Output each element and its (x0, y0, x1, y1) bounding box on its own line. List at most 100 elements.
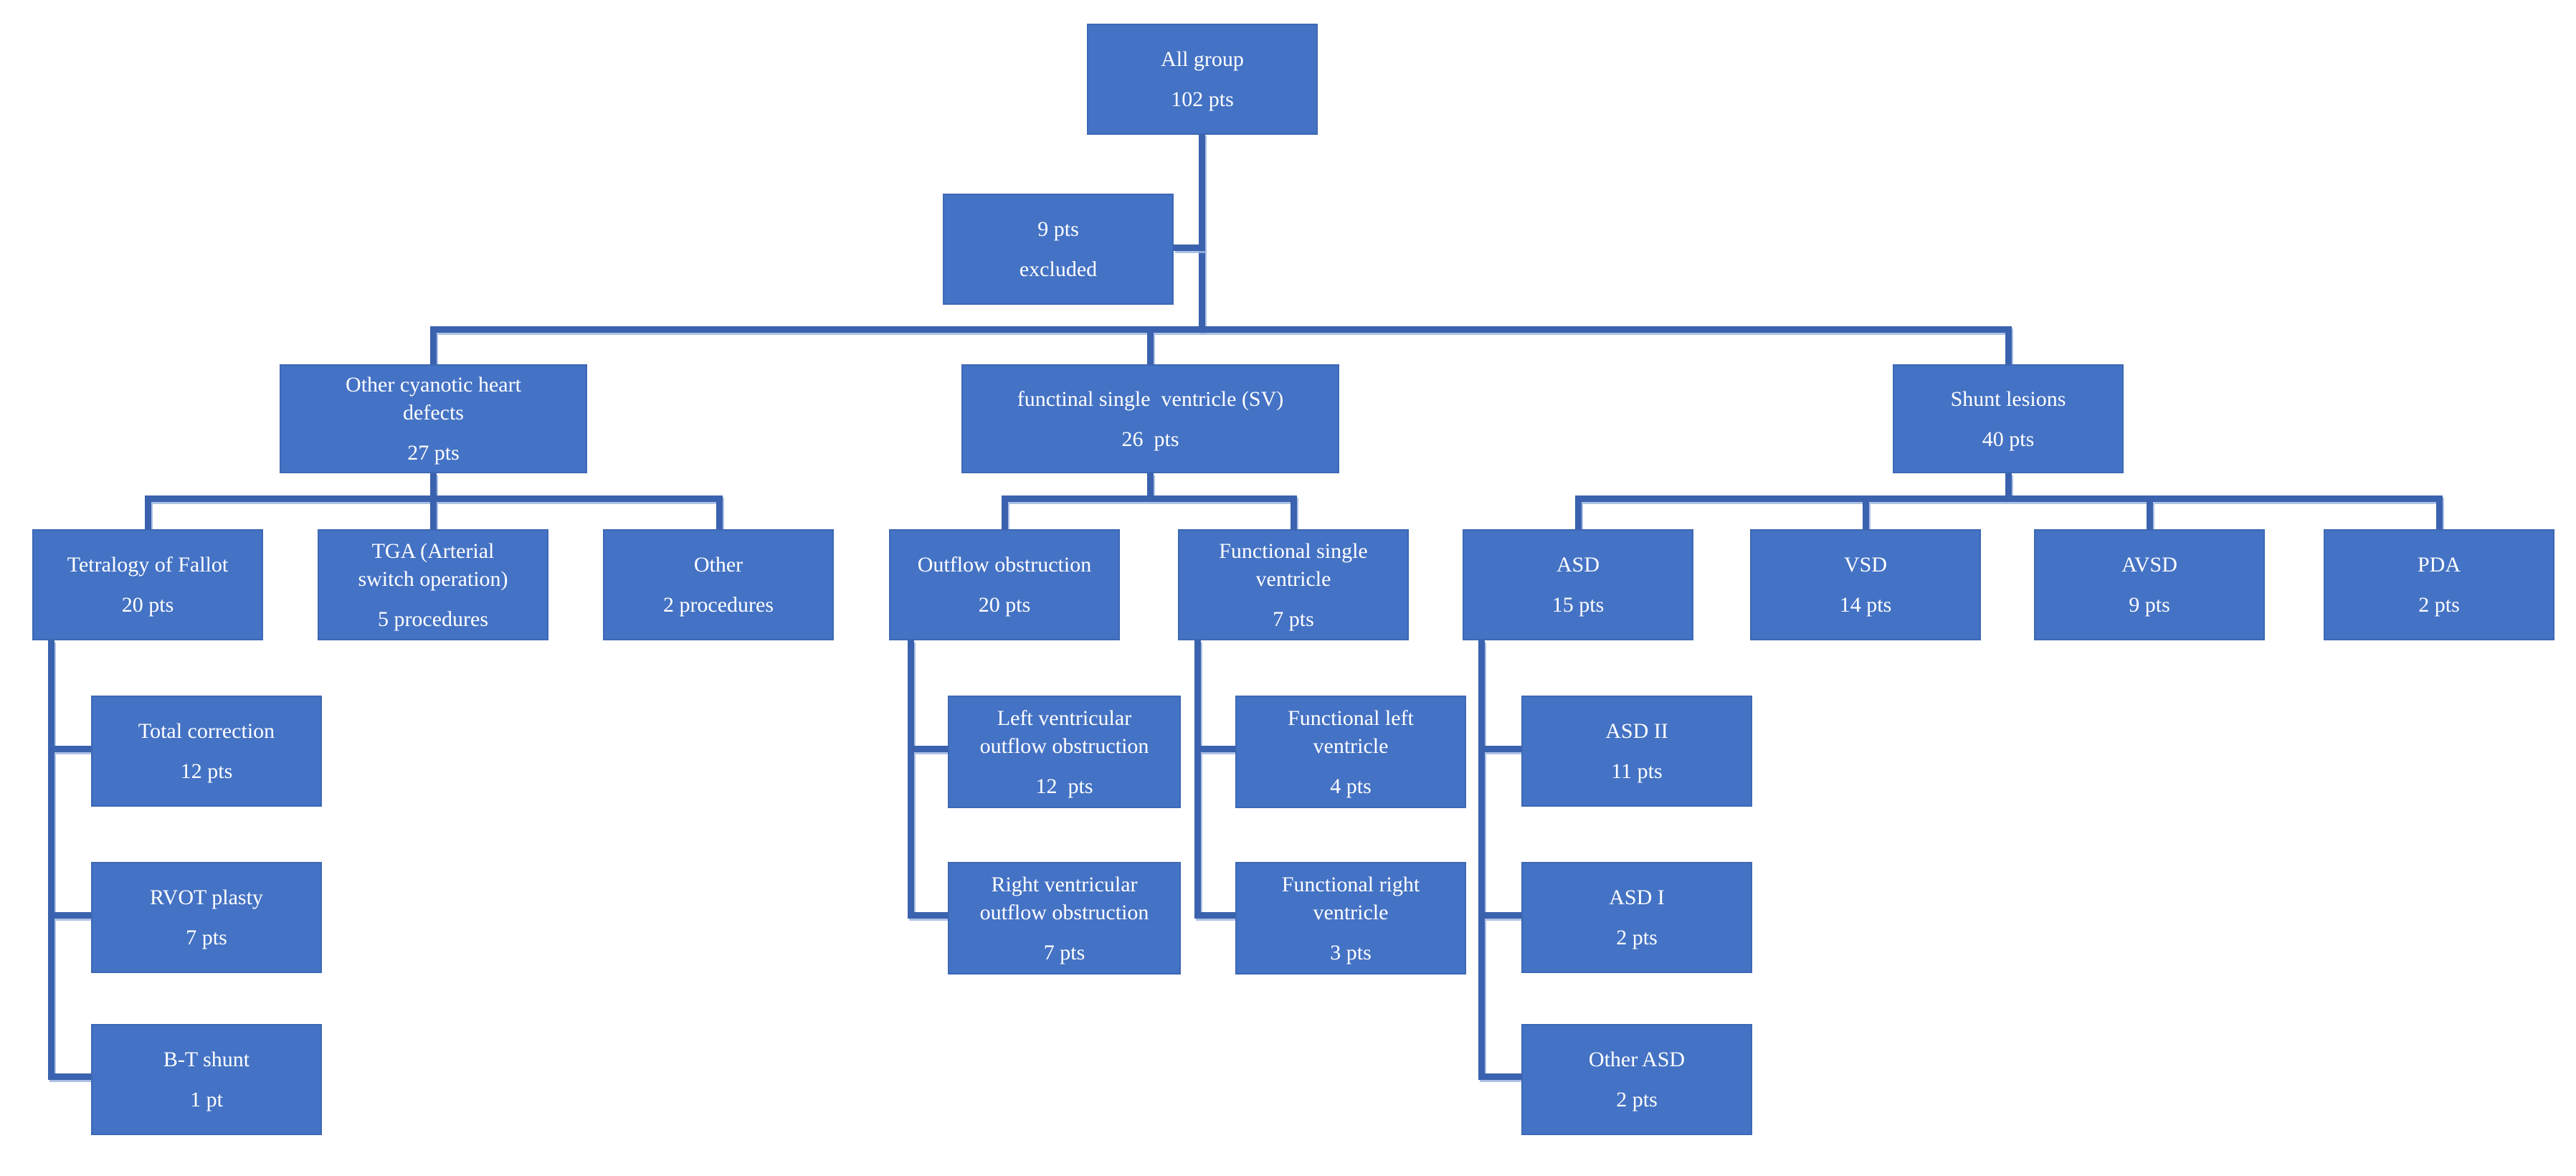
node-outflow-obstruction: Outflow obstruction 20 pts (889, 529, 1120, 640)
branch2-down-connector (1147, 473, 1154, 496)
fsv-elbow-a-connector (1201, 746, 1235, 752)
branch3-down-connector (2005, 473, 2012, 496)
fsv-elbow-vertical-connector (1194, 640, 1201, 919)
tof-elbow-a-connector (54, 746, 91, 752)
node-label: Other cyanotic heart defects (346, 373, 521, 425)
stub-asd-connector (1575, 502, 1582, 529)
outflow-elbow-b-connector (914, 912, 948, 919)
stub-fsv-connector (1291, 502, 1297, 529)
node-label: ASD I (1609, 886, 1665, 909)
node-rv-outflow-obstruction: Right ventricular outflow obstruction 7 p… (948, 862, 1181, 975)
asd-elbow-vertical-connector (1478, 640, 1485, 1080)
node-label: Outflow obstruction (917, 553, 1092, 577)
node-count: 7 pts (1043, 940, 1085, 964)
node-label: Tetralogy of Fallot (67, 553, 229, 577)
node-avsd: AVSD 9 pts (2034, 529, 2265, 640)
stub-avsd-connector (2147, 502, 2153, 529)
node-count: 2 pts (2418, 593, 2460, 617)
stub-tga-connector (430, 502, 437, 529)
node-count: 11 pts (1611, 759, 1663, 783)
rail-branch1-connector (145, 495, 723, 502)
stub-pda-connector (2436, 502, 2443, 529)
node-label: functinal single ventricle (SV) (1017, 387, 1284, 411)
node-label: Functional single ventricle (1219, 539, 1368, 591)
node-count: 26 pts (1121, 427, 1179, 451)
node-functional-right-ventricle: Functional right ventricle 3 pts (1235, 862, 1466, 975)
node-label: All group (1161, 47, 1244, 71)
node-vsd: VSD 14 pts (1750, 529, 1981, 640)
node-count: 1 pt (190, 1088, 223, 1111)
asd-elbow-b-connector (1485, 912, 1521, 919)
node-total-correction: Total correction 12 pts (91, 696, 322, 807)
node-count: 2 pts (1616, 1088, 1658, 1111)
tof-elbow-vertical-connector (48, 640, 54, 1080)
node-tga: TGA (Arterial switch operation) 5 procedu… (318, 529, 548, 640)
node-count: 12 pts (180, 759, 233, 783)
rail-top-connector (430, 326, 2012, 333)
outflow-elbow-vertical-connector (908, 640, 914, 919)
node-label: Other (693, 553, 743, 577)
node-count: 2 pts (1616, 926, 1658, 949)
node-label: Left ventricular outflow obstruction (979, 706, 1149, 758)
node-count: 20 pts (978, 593, 1031, 617)
node-label: Total correction (138, 719, 275, 743)
node-label: 9 pts (1037, 217, 1079, 241)
asd-elbow-c-connector (1485, 1073, 1521, 1080)
node-count: 2 procedures (662, 593, 774, 617)
stub-branch3-top-connector (2005, 333, 2012, 364)
node-label: PDA (2417, 553, 2461, 577)
node-pda: PDA 2 pts (2324, 529, 2554, 640)
node-count: 9 pts (2129, 593, 2170, 617)
node-other-asd: Other ASD 2 pts (1521, 1024, 1752, 1135)
node-label: Other ASD (1588, 1048, 1686, 1071)
node-label: TGA (Arterial switch operation) (358, 539, 508, 591)
node-functional-single-ventricle: Functional single ventricle 7 pts (1178, 529, 1409, 640)
node-count: 20 pts (121, 593, 174, 617)
node-other-procedures: Other 2 procedures (603, 529, 834, 640)
stub-tof-connector (145, 502, 151, 529)
node-label: Shunt lesions (1950, 387, 2066, 411)
node-asd-ii: ASD II 11 pts (1521, 696, 1752, 807)
node-label: Functional right ventricle (1281, 872, 1420, 924)
node-tetralogy-of-fallot: Tetralogy of Fallot 20 pts (32, 529, 263, 640)
stub-branch2-top-connector (1147, 333, 1154, 364)
stub-other-connector (716, 502, 723, 529)
node-count: 15 pts (1551, 593, 1605, 617)
node-label: VSD (1843, 553, 1887, 577)
node-label: AVSD (2121, 553, 2177, 577)
tof-elbow-b-connector (54, 912, 91, 919)
rail-branch3-connector (1575, 495, 2443, 502)
node-all-group: All group 102 pts (1087, 24, 1318, 135)
fsv-elbow-b-connector (1201, 912, 1235, 919)
main-vertical-connector (1199, 133, 1205, 333)
node-label: Right ventricular outflow obstruction (979, 872, 1149, 924)
node-label: ASD II (1605, 719, 1668, 743)
node-asd: ASD 15 pts (1463, 529, 1693, 640)
excluded-horizontal-connector (1174, 245, 1205, 251)
node-count: 102 pts (1171, 87, 1234, 111)
node-count: 14 pts (1839, 593, 1892, 617)
node-count: 4 pts (1330, 774, 1372, 798)
asd-elbow-a-connector (1485, 746, 1521, 752)
node-rvot-plasty: RVOT plasty 7 pts (91, 862, 322, 973)
node-asd-i: ASD I 2 pts (1521, 862, 1752, 973)
node-label: RVOT plasty (150, 886, 263, 909)
node-count: 3 pts (1330, 940, 1372, 964)
node-count: 7 pts (186, 926, 227, 949)
node-count: 7 pts (1273, 607, 1314, 631)
node-other-cyanotic-defects: Other cyanotic heart defects 27 pts (280, 364, 587, 473)
outflow-elbow-a-connector (914, 746, 948, 752)
rail-branch2-connector (1002, 495, 1297, 502)
branch1-down-connector (430, 473, 437, 496)
stub-vsd-connector (1863, 502, 1869, 529)
node-count: 27 pts (407, 441, 460, 465)
node-functional-sv-group: functinal single ventricle (SV) 26 pts (961, 364, 1339, 473)
node-count: 5 procedures (377, 607, 489, 631)
node-label: ASD (1556, 553, 1600, 577)
